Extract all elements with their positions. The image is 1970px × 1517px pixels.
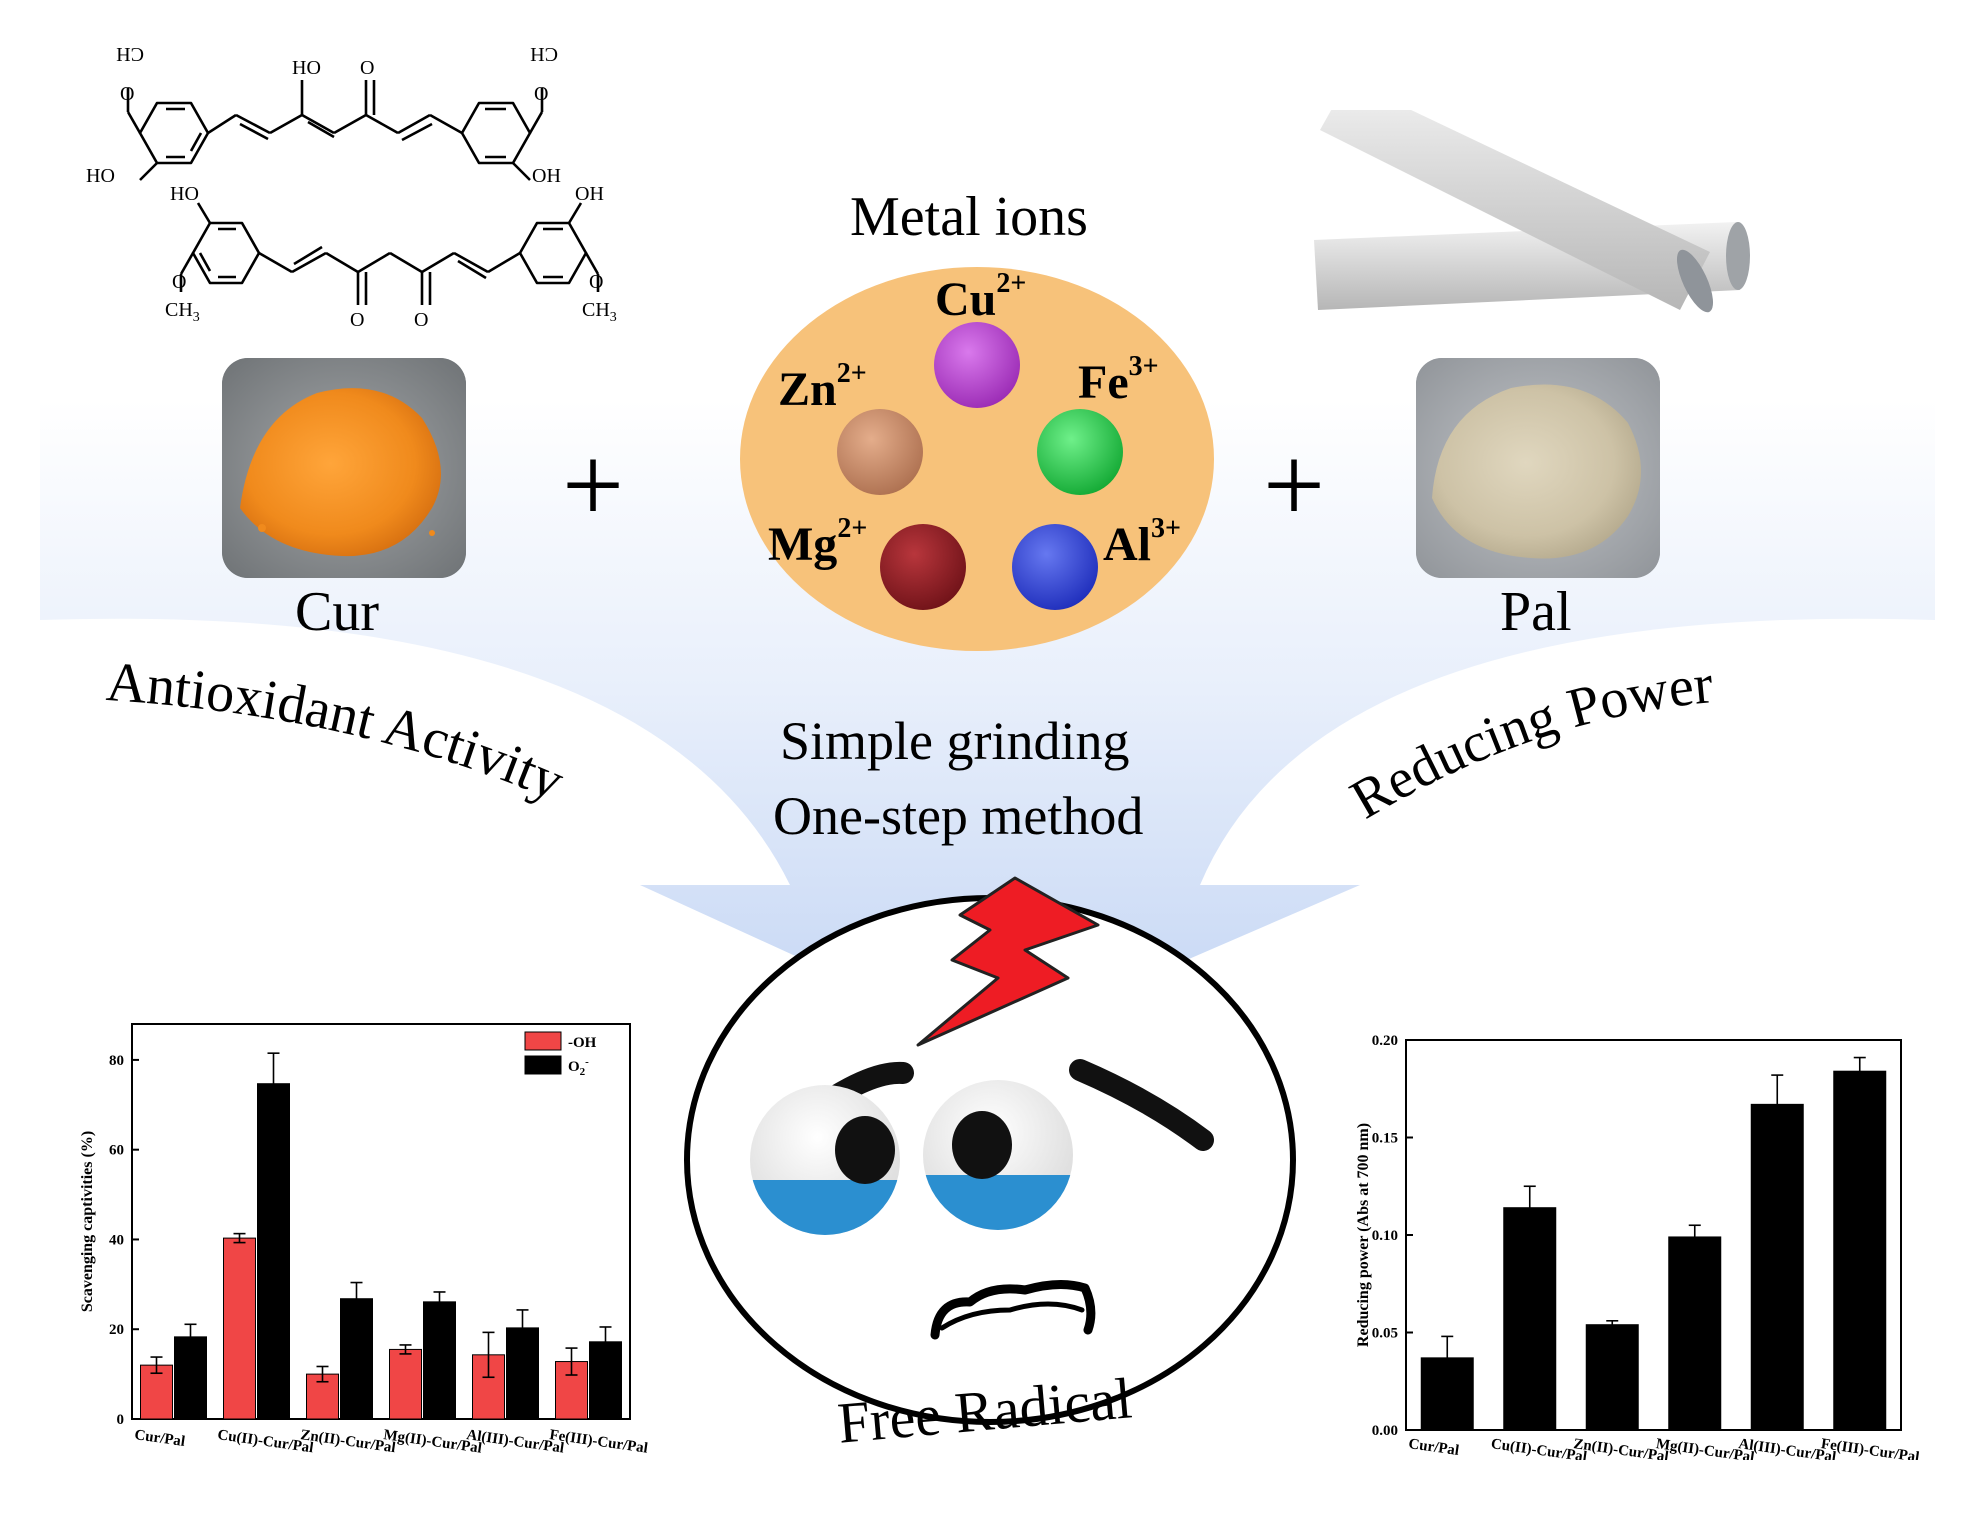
o-label: O — [360, 57, 374, 79]
legend: -OH O2- — [524, 1031, 597, 1078]
cu-sphere — [934, 322, 1020, 408]
cur-powder-photo — [222, 358, 466, 578]
plot-frame — [131, 1023, 631, 1420]
bar — [1833, 1070, 1887, 1431]
bar — [1503, 1207, 1557, 1431]
fe-sphere — [1037, 409, 1123, 495]
x-category-label: Cur/Pal — [133, 1427, 186, 1450]
plus-sign-left: + — [562, 424, 625, 546]
y-axis-label: Reducing power (Abs at 700 nm) — [1355, 1123, 1372, 1347]
al-ion-label: Al3+ — [1103, 513, 1181, 571]
mouth — [930, 1280, 1096, 1340]
bar — [340, 1298, 373, 1420]
right-pupil — [952, 1111, 1012, 1179]
o-label: O — [414, 309, 428, 331]
y-axis-label: Scavenging captivities (%) — [79, 1131, 96, 1312]
cu-ion-label: Cu2+ — [935, 268, 1027, 326]
o-label: O — [172, 271, 186, 293]
x-category-label: Cur/Pal — [1407, 1436, 1460, 1459]
bar — [423, 1301, 456, 1420]
ch3-label: CH3 — [165, 299, 200, 325]
o-label: O — [589, 271, 603, 293]
mg-sphere — [880, 524, 966, 610]
y-tick-label: 60 — [109, 1143, 124, 1159]
bar — [223, 1237, 256, 1420]
method-line-1: Simple grinding — [780, 711, 1130, 771]
pal-powder-image — [1416, 358, 1660, 578]
plot-frame — [1405, 1039, 1902, 1431]
ho-label: HO — [170, 183, 199, 205]
reducing-power-label: Reducing Power — [1340, 653, 1715, 831]
bar — [174, 1336, 207, 1420]
pal-label: Pal — [1500, 581, 1572, 643]
pal-powder-photo — [1416, 358, 1660, 578]
y-tick-label: 40 — [109, 1232, 124, 1248]
bar — [1585, 1324, 1639, 1431]
al-sphere — [1012, 524, 1098, 610]
palygorskite-rods — [1314, 110, 1750, 313]
o-label: O — [534, 83, 548, 105]
o-label: O — [120, 83, 134, 105]
bar — [1668, 1236, 1722, 1431]
plus-sign-right: + — [1263, 424, 1326, 546]
zn-sphere — [837, 409, 923, 495]
lightning-bolt-icon — [916, 876, 1100, 1047]
bar — [257, 1083, 290, 1420]
free-radical-face — [684, 895, 1296, 1425]
cur-powder-image — [222, 358, 466, 578]
ch3-label-rotated: CH — [116, 43, 144, 65]
y-tick-label: 80 — [109, 1053, 124, 1069]
zn-ion-label: Zn2+ — [778, 358, 867, 416]
y-tick-label: 0.05 — [1372, 1326, 1398, 1342]
bar — [1750, 1103, 1804, 1431]
method-line-2: One-step method — [773, 786, 1144, 846]
legend-swatch-o2 — [524, 1055, 562, 1075]
legend-label-o2: O2- — [568, 1056, 589, 1078]
ho-label: HO — [292, 57, 321, 79]
metal-ion-spheres — [837, 322, 1123, 610]
ch3-label: CH3 — [582, 299, 617, 325]
o-label: O — [350, 309, 364, 331]
y-tick-label: 0.15 — [1372, 1131, 1398, 1147]
ch3-label-rotated: CH — [530, 43, 558, 65]
oh-label: OH — [532, 165, 561, 187]
legend-swatch-oh — [524, 1031, 562, 1051]
bar — [389, 1348, 422, 1420]
y-tick-label: 0.00 — [1372, 1423, 1398, 1439]
bar — [1420, 1357, 1474, 1431]
oh-label: OH — [575, 183, 604, 205]
legend-label-oh: -OH — [568, 1035, 597, 1051]
y-tick-label: 0.10 — [1372, 1228, 1398, 1244]
y-tick-label: 0.20 — [1372, 1033, 1398, 1049]
antioxidant-activity-label: Antioxidant Activity — [104, 651, 572, 813]
x-category-label: Fe(III)-Cur/Pal — [548, 1427, 648, 1457]
cur-label: Cur — [295, 581, 379, 643]
y-tick-label: 20 — [109, 1322, 124, 1338]
left-pupil — [835, 1116, 895, 1184]
ho-label: HO — [86, 165, 115, 187]
bar — [589, 1341, 622, 1420]
metal-ions-title: Metal ions — [850, 186, 1088, 248]
right-eyebrow — [1069, 1059, 1214, 1151]
y-tick-label: 0 — [117, 1412, 125, 1428]
curcumin-structures: CH O HO HO O CH O OH HO O CH3 O O OH O C… — [86, 43, 617, 331]
fe-ion-label: Fe3+ — [1078, 351, 1159, 409]
bar — [506, 1327, 539, 1420]
mg-ion-label: Mg2+ — [768, 513, 868, 571]
